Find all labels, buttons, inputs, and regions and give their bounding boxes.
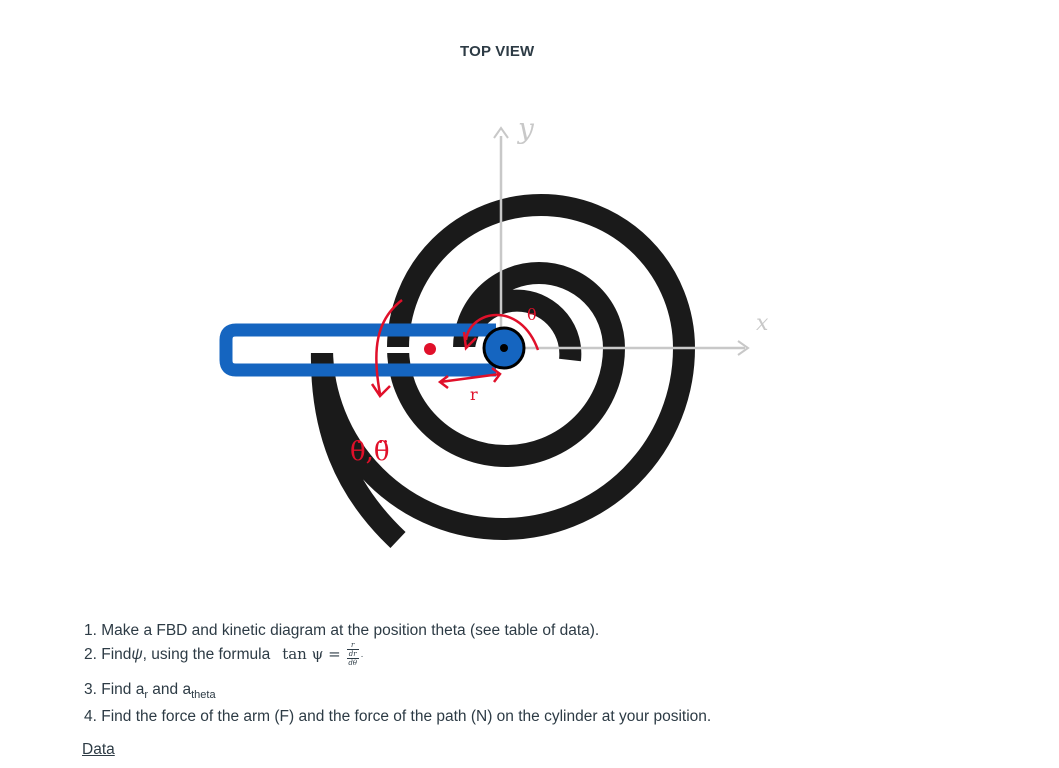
x-axis-label: x	[756, 311, 769, 336]
arm-pivot-center	[500, 344, 508, 352]
theta-dots-label: θ̇,θ̈	[350, 437, 390, 467]
cylinder-dot	[424, 343, 436, 355]
question-3-mid: and a	[147, 681, 192, 698]
y-axis-arrowhead	[493, 126, 509, 139]
question-list: 1. Make a FBD and kinetic diagram at the…	[84, 620, 711, 727]
question-1: 1. Make a FBD and kinetic diagram at the…	[84, 622, 600, 639]
formula-end: .	[360, 649, 364, 659]
formula-numerator: r	[351, 641, 355, 649]
formula-denominator: dr dθ	[346, 650, 359, 667]
r-label: r	[470, 385, 478, 404]
question-2: 2. Find ψ , using the formula tan ψ = r …	[84, 641, 711, 667]
question-2-suffix: , using the formula	[142, 645, 271, 663]
figure-title: TOP VIEW	[460, 43, 535, 60]
question-3-sub-r: r	[144, 689, 148, 702]
top-view-diagram: y x θ r θ̇,θ̈	[219, 112, 769, 548]
r-arrow	[437, 367, 502, 389]
spiral-path	[310, 194, 696, 548]
slotted-arm	[219, 323, 496, 377]
formula-den-denominator: dθ	[348, 659, 358, 667]
theta-arc-arrow	[462, 331, 477, 351]
formula-den-numerator: dr	[348, 650, 357, 658]
psi-symbol: ψ	[131, 645, 143, 663]
tan-psi-formula: tan ψ = r dr dθ .	[282, 641, 363, 667]
theta-arc	[464, 313, 540, 351]
question-3-sub-theta: theta	[191, 689, 216, 702]
question-2-prefix: 2. Find	[84, 645, 132, 663]
formula-fraction: r dr dθ	[346, 641, 359, 667]
y-axis-label: y	[516, 112, 535, 145]
question-4: 4. Find the force of the arm (F) and the…	[84, 708, 712, 726]
formula-lhs: tan ψ =	[282, 644, 341, 663]
theta-label: θ	[527, 305, 537, 324]
x-axis-arrowhead	[737, 340, 750, 356]
data-link[interactable]: Data	[82, 741, 115, 758]
question-3-prefix: 3. Find a	[84, 681, 145, 698]
rotation-arrow	[370, 299, 403, 398]
question-3: 3. Find ar and atheta	[84, 679, 711, 706]
